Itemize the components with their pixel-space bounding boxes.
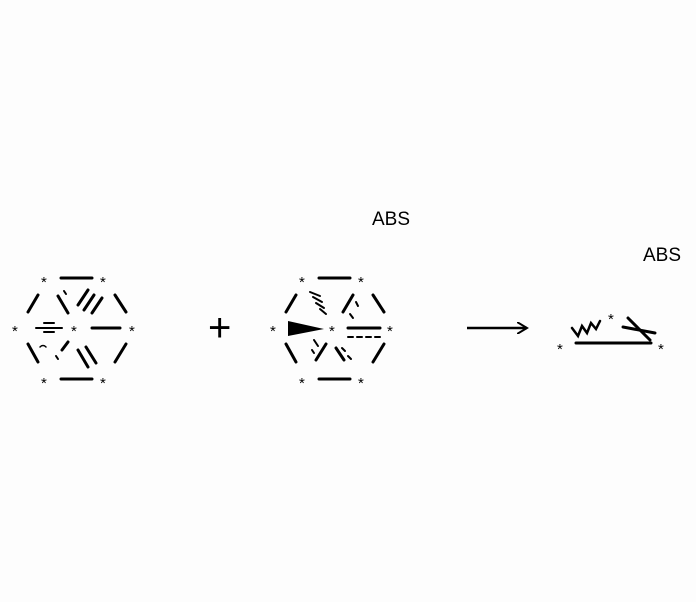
attachment-mark: * xyxy=(608,311,614,328)
attachment-mark: * xyxy=(358,274,364,291)
reactant-1-attachment-marks: * * * * * * * xyxy=(12,274,135,392)
product-structure xyxy=(570,316,657,345)
attachment-mark: * xyxy=(358,375,364,392)
reactant-2-wedge-bond xyxy=(288,321,324,336)
attachment-mark: * xyxy=(41,274,47,291)
attachment-mark: * xyxy=(41,375,47,392)
attachment-mark: * xyxy=(100,375,106,392)
reactant-2-structure xyxy=(284,276,386,381)
attachment-mark: * xyxy=(12,323,18,340)
attachment-mark: * xyxy=(71,323,77,340)
reactant-2-abs-label: ABS xyxy=(372,209,410,230)
product-attachment-marks: * * * xyxy=(557,311,664,358)
attachment-mark: * xyxy=(387,323,393,340)
attachment-mark: * xyxy=(299,274,305,291)
reactant-1-structure xyxy=(26,276,128,381)
plus-sign: + xyxy=(208,306,231,350)
attachment-mark: * xyxy=(329,323,335,340)
attachment-mark: * xyxy=(129,323,135,340)
product-abs-label: ABS xyxy=(643,245,681,266)
attachment-mark: * xyxy=(270,323,276,340)
attachment-mark: * xyxy=(100,274,106,291)
attachment-mark: * xyxy=(299,375,305,392)
reactant-2-attachment-marks: * * * * * * * xyxy=(270,274,393,392)
attachment-mark: * xyxy=(658,341,664,358)
attachment-mark: * xyxy=(557,341,563,358)
